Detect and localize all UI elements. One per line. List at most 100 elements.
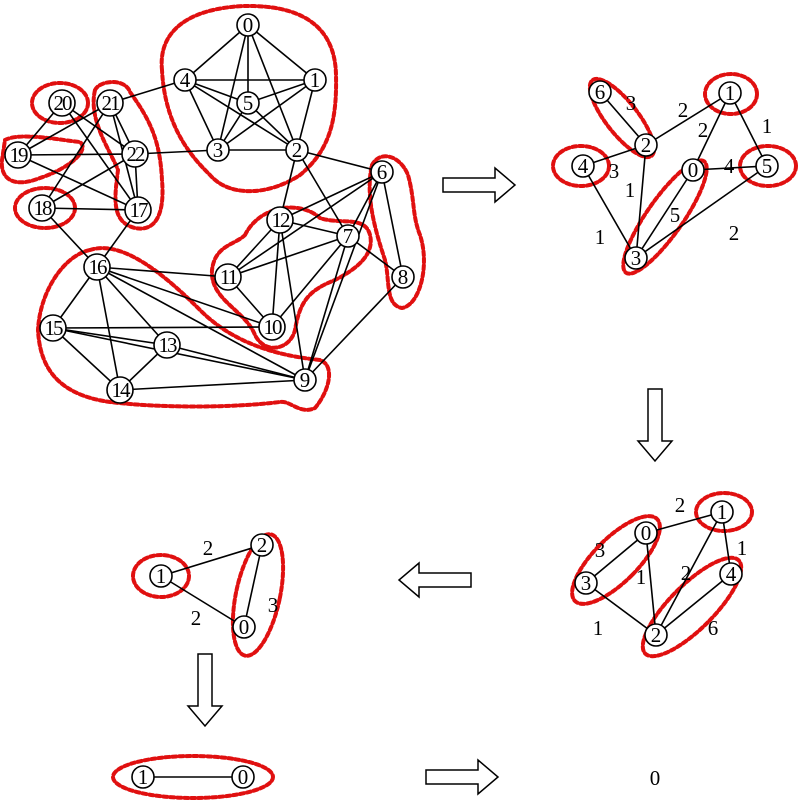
edge-g0-15-14 [52, 327, 121, 391]
edge-g0-18-22 [41, 153, 136, 209]
node-label: 0 [650, 766, 661, 790]
edge-g3-2-0 [243, 544, 263, 628]
node-circle [173, 68, 197, 92]
edge-g0-5-1 [247, 79, 316, 104]
edge-g0-13-9 [166, 344, 306, 381]
node-g5-0: 0 [650, 766, 661, 790]
node-label: 0 [641, 521, 652, 545]
node-g0-10: 10 [258, 313, 286, 341]
node-label: 11 [220, 265, 238, 289]
edge-weight-label: 2 [729, 221, 740, 245]
edge-g0-6-9 [304, 171, 383, 381]
edge-g1-0-3 [635, 169, 694, 259]
node-circle [571, 154, 595, 178]
arrow-down-icon [186, 653, 224, 728]
node-label: 1 [138, 765, 149, 789]
arrow-left-icon [397, 561, 472, 599]
node-circle [719, 562, 743, 586]
edge-weight-label: 3 [626, 91, 637, 115]
cluster-hull-g1-4 [551, 144, 611, 188]
edge-g0-19-17 [17, 154, 139, 211]
node-label: 1 [725, 81, 736, 105]
cluster-hull-g1-5 [738, 144, 798, 188]
node-g3-0: 0 [232, 615, 256, 639]
cluster-hull-21-22-17 [91, 80, 165, 231]
node-label: 18 [34, 196, 53, 220]
edge-weight-label: 3 [609, 159, 620, 183]
edge-g0-20-17 [61, 102, 139, 211]
arrow-right-icon [425, 758, 500, 796]
node-circle [4, 141, 32, 169]
node-circle [206, 138, 230, 162]
node-circle [634, 521, 658, 545]
node-label: 13 [159, 333, 178, 357]
arrows [186, 166, 674, 796]
edge-g0-2-7 [296, 149, 349, 237]
cluster-hull-g1-6-2 [587, 76, 657, 160]
node-label: 2 [651, 623, 662, 647]
edge-weight-label: 2 [681, 561, 692, 585]
node-g2-0: 0 [634, 521, 658, 545]
edge-g1-1-0 [692, 92, 731, 171]
edge-g1-1-5 [729, 92, 768, 167]
node-g0-21: 21 [96, 89, 124, 117]
node-g1-1: 1 [718, 81, 742, 105]
edge-weight-label: 4 [724, 154, 735, 178]
node-label: 6 [595, 80, 606, 104]
node-circle [28, 194, 56, 222]
edge-g0-7-9 [304, 235, 349, 381]
node-circle [624, 246, 648, 270]
node-circle [258, 313, 286, 341]
node-g1-3: 3 [624, 246, 648, 270]
node-label: 10 [264, 315, 283, 339]
node-g0-17: 17 [124, 196, 152, 224]
node-circle [131, 765, 155, 789]
node-g0-9: 9 [293, 368, 317, 392]
node-g0-7: 7 [336, 224, 360, 248]
cluster-hull-7-10-11-12 [209, 205, 373, 350]
edge-g0-15-9 [52, 327, 306, 381]
node-label: 0 [239, 615, 250, 639]
node-g0-15: 15 [39, 314, 67, 342]
node-circle [303, 68, 327, 92]
node-g0-4: 4 [173, 68, 197, 92]
node-circle [710, 500, 734, 524]
node-g3-2: 2 [250, 533, 274, 557]
node-circle [149, 564, 173, 588]
edge-g0-0-4 [184, 24, 249, 81]
cluster-hull-g2-0-3 [570, 514, 662, 606]
node-label: 3 [213, 138, 224, 162]
node-g3-1: 1 [149, 564, 173, 588]
node-label: 0 [688, 158, 699, 182]
edge-g0-16-13 [96, 266, 168, 346]
edge-g0-15-13 [52, 327, 168, 346]
node-g2-1: 1 [710, 500, 734, 524]
edge-weight-label: 2 [698, 118, 709, 142]
edge-g3-1-0 [160, 575, 245, 628]
arrow-right-icon [442, 166, 517, 204]
node-circle [236, 91, 260, 115]
edge-weight-label: 3 [268, 593, 279, 617]
node-g2-4: 4 [719, 562, 743, 586]
edge-g0-0-3 [217, 24, 249, 151]
edge-weight-label: 5 [670, 203, 681, 227]
node-label: 19 [10, 143, 29, 167]
edge-g0-12-10 [271, 219, 281, 328]
node-label: 0 [238, 765, 249, 789]
edge-weight-label: 2 [203, 536, 214, 560]
node-circle [39, 314, 67, 342]
node-g1-6: 6 [588, 80, 612, 104]
node-g4-1: 1 [131, 765, 155, 789]
node-g0-11: 11 [214, 263, 242, 291]
node-circle [336, 224, 360, 248]
edge-g0-4-3 [184, 79, 219, 151]
edge-weight-label: 6 [708, 616, 719, 640]
edge-g1-4-3 [582, 165, 637, 259]
node-circle [755, 154, 779, 178]
edge-g0-1-2 [296, 79, 316, 151]
node-g1-0: 0 [681, 158, 705, 182]
edge-g1-2-3 [635, 144, 647, 259]
node-label: 20 [54, 91, 73, 115]
node-circle [124, 196, 152, 224]
